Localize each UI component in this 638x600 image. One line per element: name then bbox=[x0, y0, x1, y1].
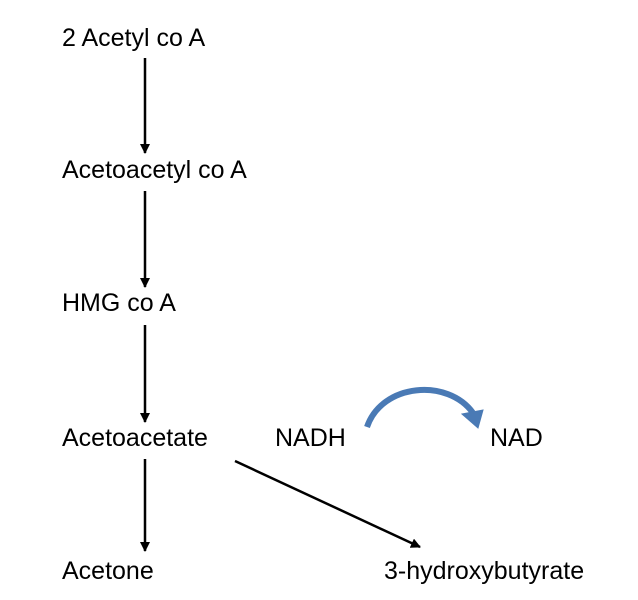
node-3-hydroxybutyrate: 3-hydroxybutyrate bbox=[384, 557, 584, 585]
node-hmg-coa: HMG co A bbox=[62, 289, 176, 317]
node-acetone: Acetone bbox=[62, 557, 154, 585]
node-acetoacetyl-coa: Acetoacetyl co A bbox=[62, 156, 247, 184]
cofactor-nadh: NADH bbox=[275, 424, 346, 452]
node-acetyl-coa: 2 Acetyl co A bbox=[62, 24, 205, 52]
cofactor-nad: NAD bbox=[490, 424, 543, 452]
arrow-acetoacetate-to-hydroxybutyrate bbox=[234, 459, 421, 549]
arrow-nadh-to-nad-head bbox=[460, 409, 484, 429]
node-acetoacetate: Acetoacetate bbox=[62, 424, 208, 452]
arrow-nadh-to-nad-curve bbox=[364, 387, 476, 429]
